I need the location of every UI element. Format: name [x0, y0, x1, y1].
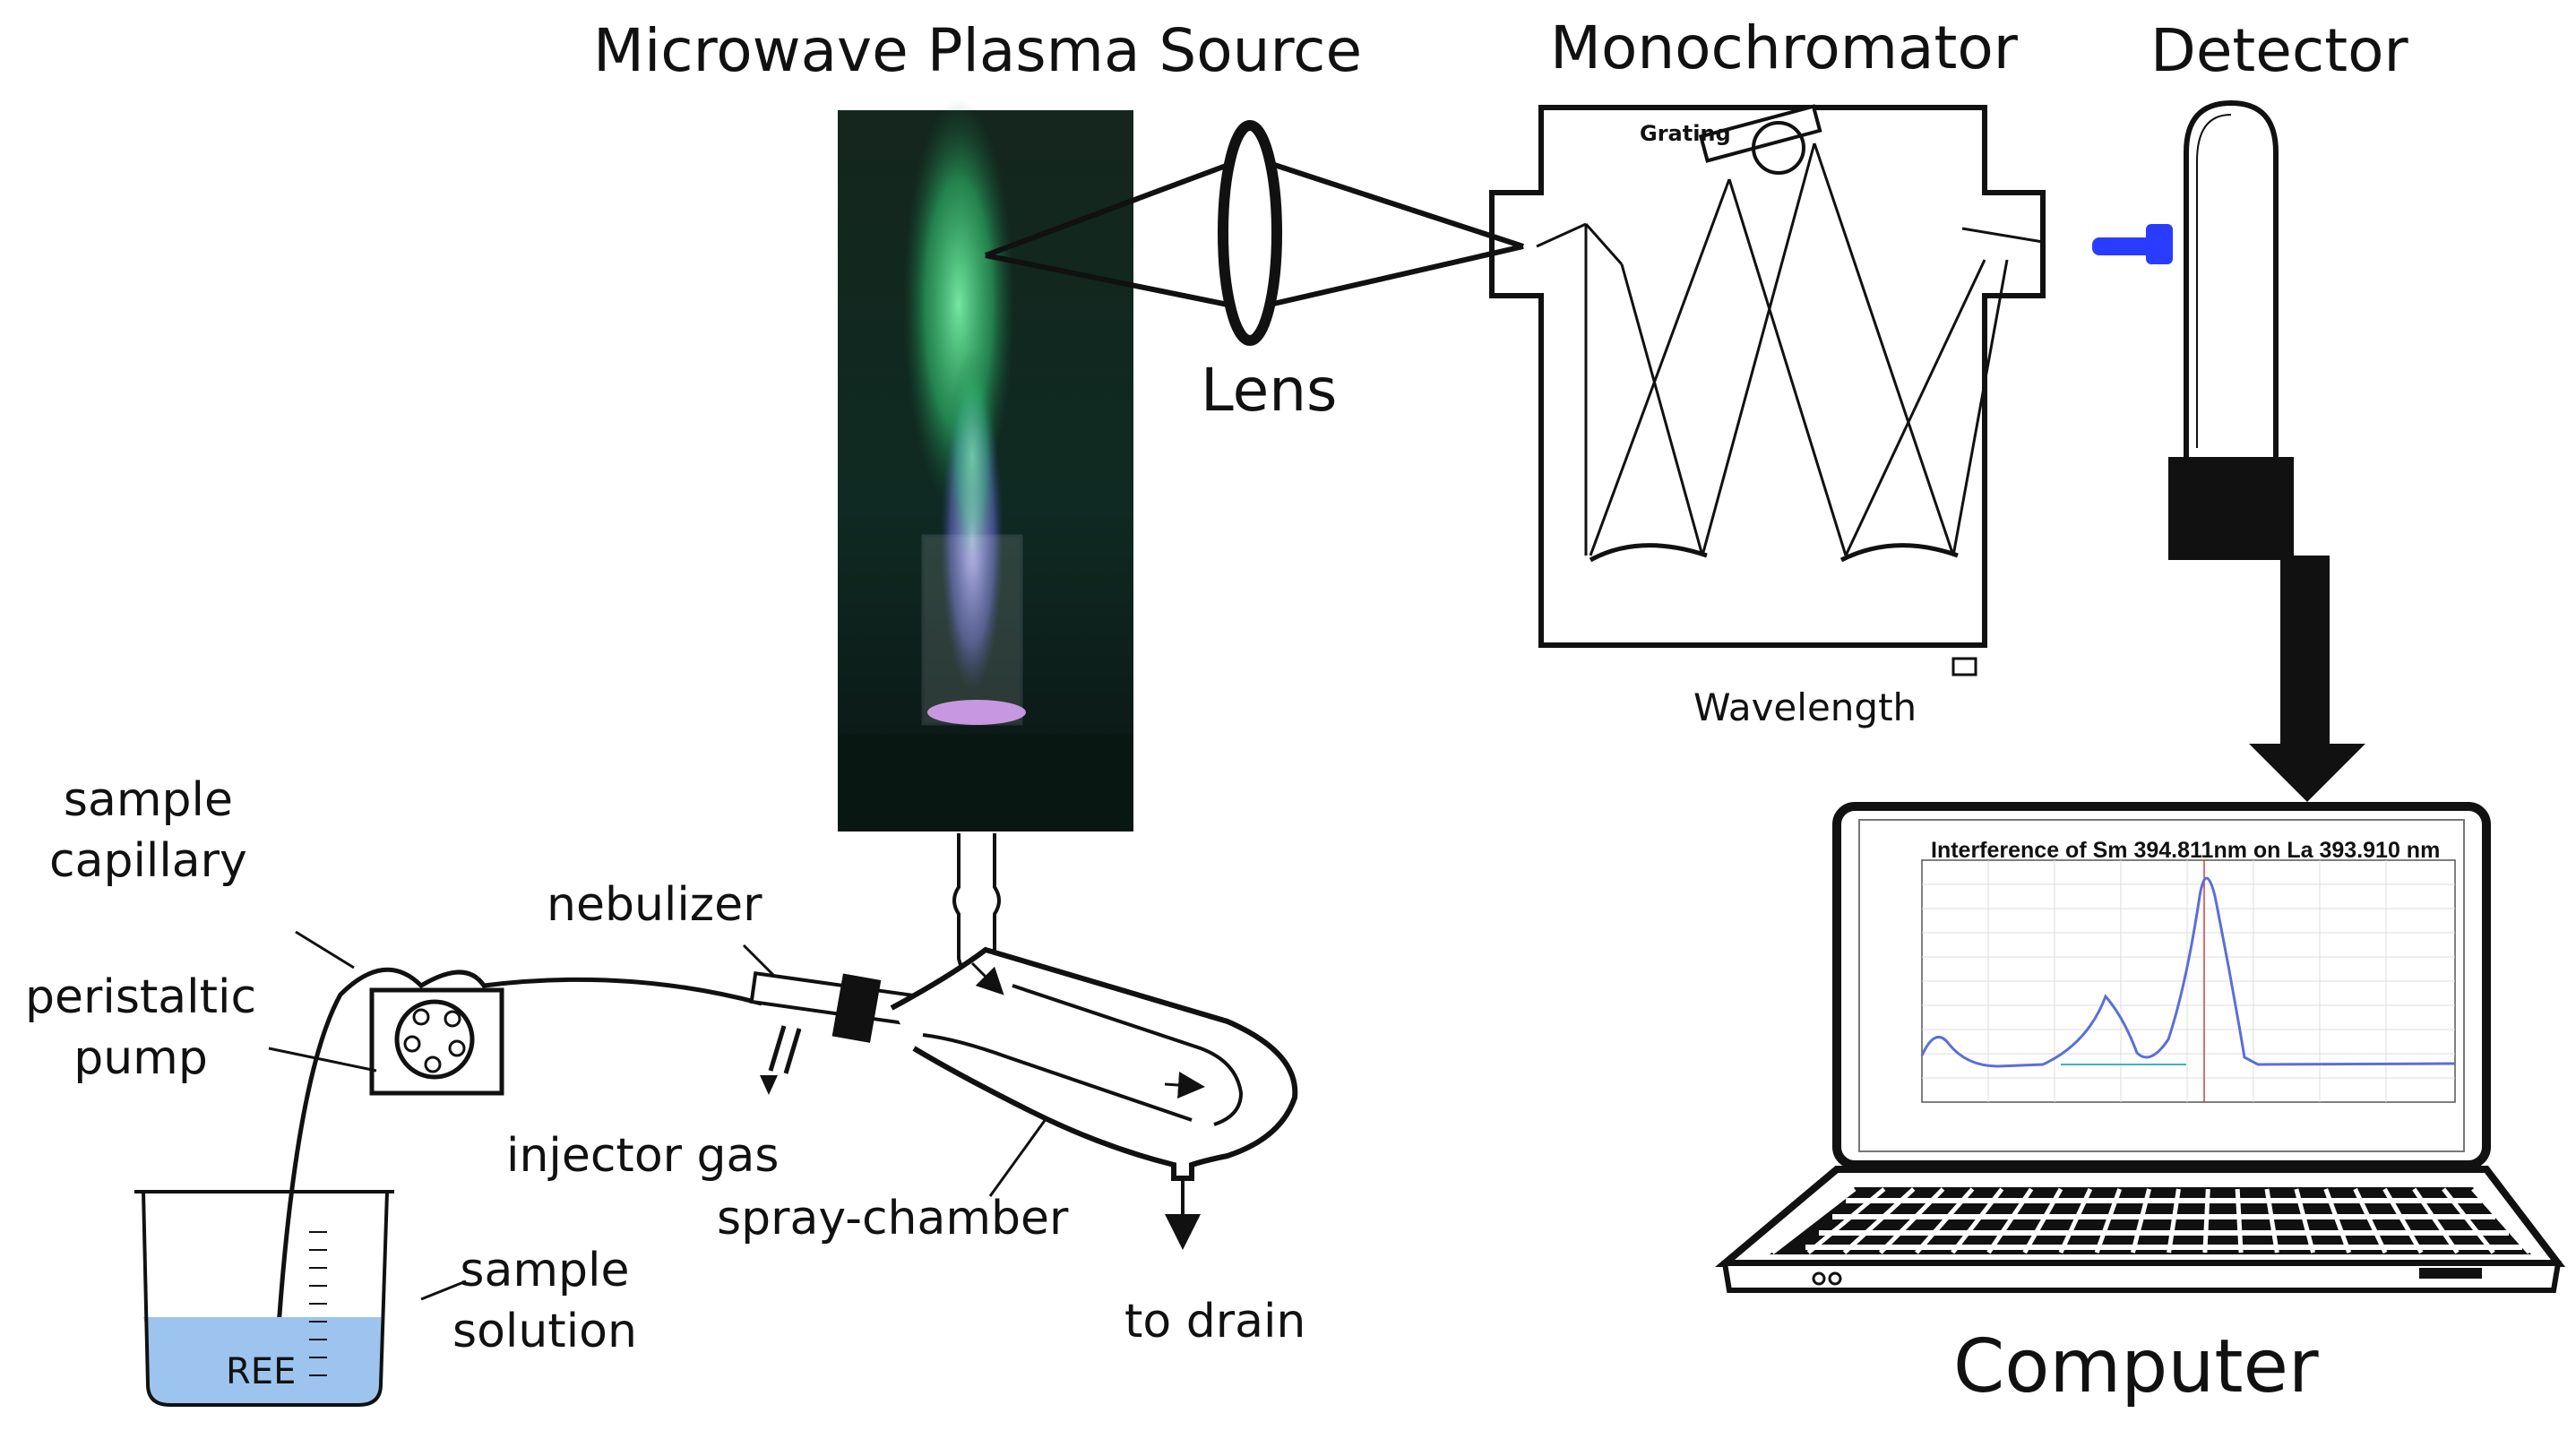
key-divider	[1878, 1187, 1945, 1254]
key-divider	[1915, 1187, 1975, 1254]
key-divider	[2235, 1188, 2244, 1254]
label-ree: REE	[226, 1351, 297, 1392]
detector	[2092, 99, 2365, 802]
label-nebulizer: nebulizer	[547, 878, 762, 932]
beaker	[134, 1190, 394, 1407]
spray-chamber-shape	[890, 946, 1298, 1250]
label-spray-chamber: spray-chamber	[717, 1192, 1069, 1245]
key-divider	[2442, 1187, 2495, 1254]
key-divider	[1806, 1187, 1886, 1254]
label-injector-gas: injector gas	[506, 1129, 780, 1183]
key-divider	[2353, 1187, 2388, 1254]
key-divider	[2412, 1187, 2460, 1254]
spectrum-plot	[1920, 859, 2456, 1103]
key-divider	[1842, 1187, 1916, 1254]
key-divider	[2167, 1188, 2181, 1254]
label-monochromator: Monochromator	[1550, 13, 2018, 82]
label-wavelength: Wavelength	[1693, 685, 1917, 729]
label-peristaltic-pump: peristaltic pump	[25, 970, 257, 1085]
key-divider	[1951, 1187, 2004, 1254]
sample-introduction	[134, 930, 1298, 1407]
nebulizer	[749, 970, 931, 1095]
label-sample-capillary: sample capillary	[49, 773, 247, 888]
key-divider	[2323, 1188, 2352, 1254]
label-sample-solution: sample solution	[452, 1244, 637, 1358]
key-divider	[2202, 1188, 2210, 1254]
key-divider	[2264, 1188, 2279, 1254]
key-divider	[2471, 1187, 2531, 1254]
torch-tube	[921, 534, 1023, 726]
spectrum-line	[1920, 876, 2456, 1068]
key-divider	[2058, 1187, 2093, 1254]
key-divider	[1770, 1187, 1857, 1254]
label-detector: Detector	[2150, 16, 2408, 85]
label-lens: Lens	[1201, 356, 1338, 425]
monochromator	[1489, 104, 2046, 676]
key-divider	[2130, 1188, 2151, 1254]
key-divider	[2294, 1188, 2315, 1254]
key-divider	[2094, 1188, 2123, 1254]
key-divider	[2022, 1187, 2063, 1254]
key-divider	[1986, 1187, 2034, 1254]
plasma-source-photo	[838, 99, 1133, 832]
grating	[1698, 104, 1822, 163]
arrow-to-computer-icon	[2249, 744, 2365, 802]
label-microwave-plasma-source: Microwave Plasma Source	[593, 16, 1363, 85]
label-to-drain: to drain	[1124, 1295, 1306, 1349]
key-divider	[2382, 1187, 2424, 1254]
lens	[1218, 120, 1282, 346]
screen-chart-title: Interference of Sm 394.811nm on La 393.9…	[1931, 838, 2441, 863]
label-grating: Grating	[1640, 121, 1731, 146]
label-computer: Computer	[1953, 1324, 2319, 1409]
